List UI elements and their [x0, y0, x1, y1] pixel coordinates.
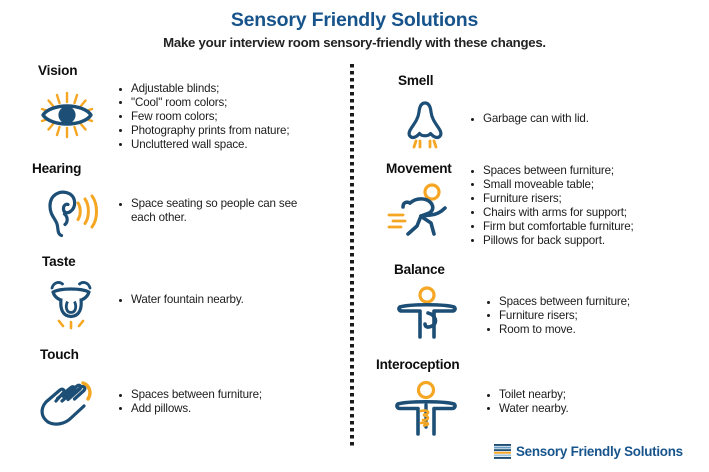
list-item: Space seating so people can see each oth…	[118, 197, 323, 225]
list-item: Furniture risers;	[486, 309, 630, 323]
list-item: Adjustable blinds;	[118, 82, 289, 96]
mouth-tongue-icon	[40, 277, 102, 331]
list-item: Garbage can with lid.	[470, 112, 589, 126]
list-item: Room to move.	[486, 323, 630, 337]
list-item: Toilet nearby;	[486, 388, 569, 402]
bullet-list-interoception: Toilet nearby; Water nearby.	[486, 388, 569, 416]
ear-icon	[44, 186, 102, 238]
list-item: Add pillows.	[118, 402, 262, 416]
section-heading-vision: Vision	[38, 63, 78, 78]
bullet-list-balance: Spaces between furniture; Furniture rise…	[486, 295, 630, 337]
brand-logo: Sensory Friendly Solutions	[494, 444, 683, 460]
eye-icon	[36, 89, 98, 141]
header: Sensory Friendly Solutions Make your int…	[0, 0, 709, 51]
section-heading-hearing: Hearing	[32, 161, 82, 176]
section-heading-smell: Smell	[398, 73, 434, 88]
section-heading-interoception: Interoception	[376, 357, 460, 372]
list-item: Spaces between furniture;	[470, 164, 634, 178]
list-item: Small moveable table;	[470, 178, 634, 192]
bullet-list-movement: Spaces between furniture; Small moveable…	[470, 164, 634, 247]
bullet-list-hearing: Space seating so people can see each oth…	[118, 197, 323, 225]
list-item: Furniture risers;	[470, 192, 634, 206]
stacked-bars-logo-icon	[494, 444, 511, 460]
brand-logo-text: Sensory Friendly Solutions	[516, 444, 683, 460]
bullet-list-taste: Water fountain nearby.	[118, 293, 244, 307]
page-subtitle: Make your interview room sensory-friendl…	[163, 35, 546, 51]
section-heading-taste: Taste	[42, 254, 76, 269]
hand-icon	[36, 373, 100, 428]
list-item: Water fountain nearby.	[118, 293, 244, 307]
balancing-person-icon	[394, 285, 464, 343]
list-item: Water nearby.	[486, 402, 569, 416]
vertical-dotted-divider	[350, 64, 354, 449]
list-item: Spaces between furniture;	[118, 388, 262, 402]
nose-icon	[394, 96, 456, 150]
list-item: "Cool" room colors;	[118, 96, 289, 110]
page-title: Sensory Friendly Solutions	[230, 9, 479, 31]
content-columns: Vision	[0, 58, 709, 458]
running-person-icon	[386, 182, 458, 240]
list-item: Spaces between furniture;	[486, 295, 630, 309]
bullet-list-touch: Spaces between furniture; Add pillows.	[118, 388, 262, 416]
list-item: Firm but comfortable furniture;	[470, 220, 634, 234]
list-item: Uncluttered wall space.	[118, 138, 289, 152]
bullet-list-vision: Adjustable blinds; "Cool" room colors; F…	[118, 82, 290, 152]
bullet-list-smell: Garbage can with lid.	[470, 112, 589, 126]
list-item: Photography prints from nature;	[118, 124, 290, 138]
section-heading-movement: Movement	[386, 161, 452, 176]
list-item: Pillows for back support.	[470, 234, 634, 248]
body-awareness-person-icon	[390, 380, 462, 438]
list-item: Chairs with arms for support;	[470, 206, 634, 220]
list-item: Few room colors;	[118, 110, 289, 124]
section-heading-balance: Balance	[394, 262, 445, 277]
section-heading-touch: Touch	[40, 347, 79, 362]
